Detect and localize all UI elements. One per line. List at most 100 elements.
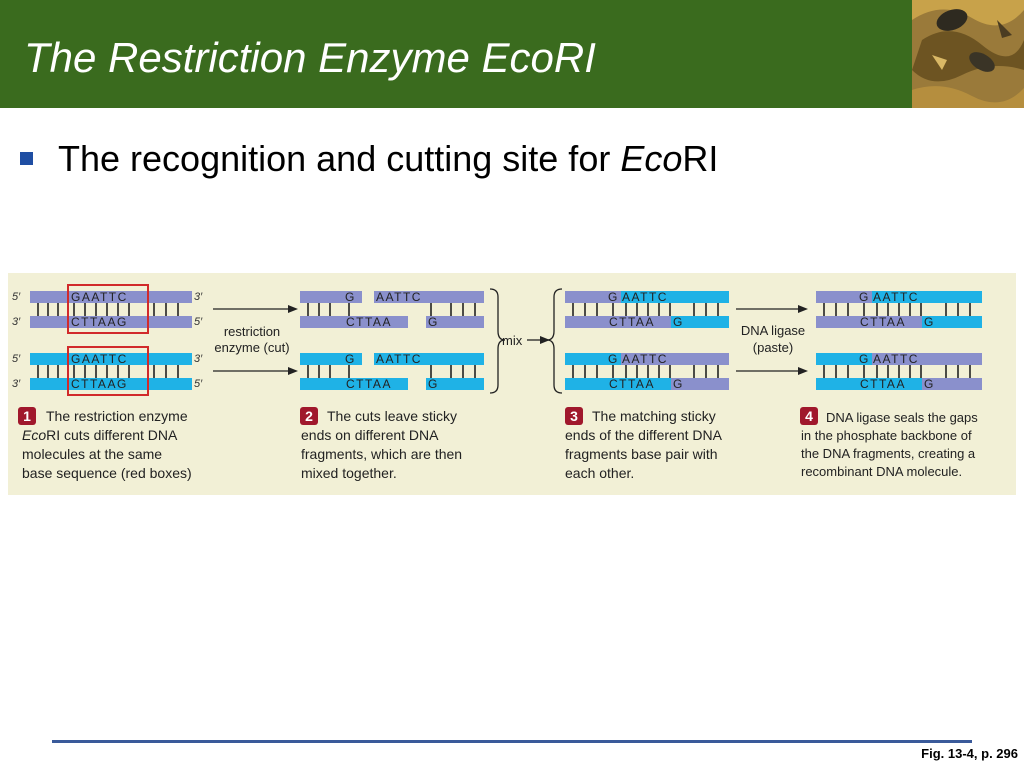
step-1-line-2-italic: Eco: [22, 427, 46, 443]
dna-strand-top-cyan: [565, 353, 621, 365]
bullet-text-italic: Eco: [620, 138, 683, 179]
dna-strand-bottom-cyan: [565, 378, 671, 390]
dna-strand-bottom: [30, 316, 192, 328]
base-pair-rungs: [823, 365, 971, 378]
dna-strand-bottom-lavender: [922, 378, 982, 390]
base-pair-rungs: [37, 365, 179, 378]
arrowhead-icon: [288, 305, 298, 313]
sequence-cttaa: CTTAA: [860, 377, 906, 391]
label-5prime: 5′: [12, 291, 21, 303]
base-pair-rungs: [307, 303, 350, 316]
sequence-cttaa: CTTAA: [860, 315, 906, 329]
sequence-top: GAATTC: [71, 352, 128, 366]
restriction-label-line1: restriction: [224, 324, 280, 339]
sequence-aattc: AATTC: [873, 290, 919, 304]
left-brace: [546, 288, 563, 394]
fragment-right-bottom: [426, 316, 484, 328]
fragment-right-top: [374, 291, 484, 303]
step-4-line-2: in the phosphate backbone of: [801, 428, 972, 443]
step-4-badge: [800, 407, 818, 425]
step-2-badge: [300, 407, 318, 425]
dna-strand-top-lavender: [816, 291, 872, 303]
sequence-g: G: [924, 377, 933, 391]
base-pair-rungs: [37, 303, 179, 316]
sequence-cttaa: CTTAA: [609, 377, 655, 391]
dna-strand-bottom-cyan: [671, 316, 729, 328]
base-pair-rungs: [307, 365, 350, 378]
step-3-line-1: The matching sticky: [592, 408, 716, 424]
mix-connector: mix: [489, 288, 563, 394]
step-4-line-4: recombinant DNA molecule.: [801, 464, 962, 479]
fragment-right-top: [374, 353, 484, 365]
stage-2-fragments: G CTTAA AATTC G G CTTAA AATTC G: [300, 290, 484, 391]
base-pair-rungs: [823, 303, 971, 316]
sequence-bottom: CTTAAG: [71, 315, 128, 329]
title-bar: The Restriction Enzyme EcoRI: [0, 0, 1024, 108]
bullet-square-icon: [20, 152, 33, 165]
step-3-line-2: ends of the different DNA: [565, 427, 723, 443]
step-3-line-3: fragments base pair with: [565, 446, 718, 462]
dna-strand-top-lavender: [565, 291, 621, 303]
stage-3-annealed: G AATTC CTTAA G G AATTC CTTAA G: [565, 290, 729, 391]
photo-texture: [912, 0, 1024, 108]
step-1-line-2: EcoRI cuts different DNA: [22, 427, 178, 443]
dna-strand-bottom-lavender: [565, 316, 671, 328]
step-2-line-4: mixed together.: [301, 465, 397, 481]
sequence-g: G: [608, 290, 617, 304]
sequence-g: G: [608, 352, 617, 366]
dna-strand-bottom-cyan: [922, 316, 982, 328]
step-3-line-4: each other.: [565, 465, 634, 481]
mix-label: mix: [502, 333, 523, 348]
dna-strand-bottom-lavender: [671, 378, 729, 390]
fragment-left-bottom: [300, 378, 408, 390]
fragment-left-bottom: [300, 316, 408, 328]
dna-strand-bottom-lavender: [816, 316, 922, 328]
label-5prime: 5′: [12, 353, 21, 365]
dna-strand-bottom: [30, 378, 192, 390]
restriction-label-line2: enzyme (cut): [214, 340, 289, 355]
fragment-left-top: [300, 291, 362, 303]
step-1-line-2-rest: RI cuts different DNA: [46, 427, 178, 443]
step-2-line-3: fragments, which are then: [301, 446, 462, 462]
figure-reference: Fig. 13-4, p. 296: [921, 746, 1018, 761]
sequence-g: G: [428, 377, 437, 391]
dna-strand-top-cyan: [872, 291, 982, 303]
base-pair-rungs: [572, 365, 719, 378]
step-4-line-3: the DNA fragments, creating a: [801, 446, 976, 461]
sequence-aattc: AATTC: [376, 352, 422, 366]
sequence-cttaa: CTTAA: [609, 315, 655, 329]
fragment-left-top: [300, 353, 362, 365]
dna-strand-top: [30, 353, 192, 365]
sequence-g: G: [859, 352, 868, 366]
dna-strand-bottom-cyan: [816, 378, 922, 390]
sequence-cttaa: CTTAA: [346, 377, 392, 391]
step-2-number: 2: [305, 408, 313, 424]
step-4-number: 4: [805, 408, 813, 424]
base-pair-rungs: [572, 303, 719, 316]
recognition-site-red-box: [67, 346, 149, 396]
bullet-text: The recognition and cutting site for Eco…: [58, 138, 718, 180]
label-3prime: 3′: [12, 378, 21, 390]
sequence-aattc: AATTC: [622, 352, 668, 366]
recognition-site-red-box: [67, 284, 149, 334]
sequence-g: G: [673, 315, 682, 329]
bullet-text-suffix: RI: [682, 138, 719, 179]
ligase-arrows: DNA ligase (paste): [736, 305, 808, 375]
base-pair-rungs: [430, 303, 476, 316]
arrowhead-icon: [798, 305, 808, 313]
ecori-diagram: 5′ 3′ GAATTC CTTAAG 3′ 5′ 5′ 3′ GAATTC C…: [8, 273, 1016, 495]
arrowhead-icon: [798, 367, 808, 375]
stage-4-recombinant: G AATTC CTTAA G G AATTC CTTAA G: [816, 290, 982, 391]
sequence-cttaa: CTTAA: [346, 315, 392, 329]
right-brace: [489, 288, 506, 394]
step-1-number: 1: [23, 408, 31, 424]
fragment-right-bottom: [426, 378, 484, 390]
dna-strand-top: [30, 291, 192, 303]
step-3-number: 3: [570, 408, 578, 424]
step-1-line-3: molecules at the same: [22, 446, 162, 462]
sequence-aattc: AATTC: [376, 290, 422, 304]
stage-1-molecules: 5′ 3′ GAATTC CTTAAG 3′ 5′ 5′ 3′ GAATTC C…: [12, 284, 203, 396]
sequence-g: G: [345, 290, 354, 304]
step-1-line-1: The restriction enzyme: [46, 408, 188, 424]
step-2-line-1: The cuts leave sticky: [327, 408, 457, 424]
